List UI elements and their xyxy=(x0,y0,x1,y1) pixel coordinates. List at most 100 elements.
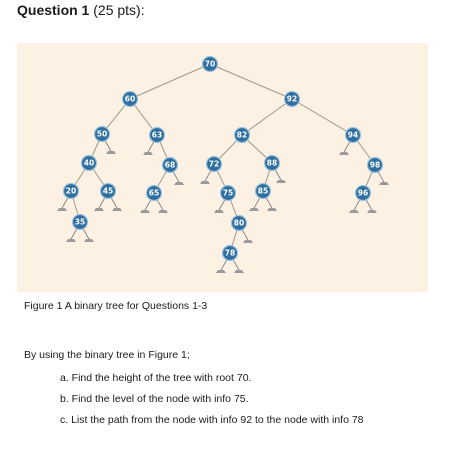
tree-node: 80 xyxy=(230,214,248,232)
tree-node-circle xyxy=(93,125,111,143)
tree-node-circle xyxy=(230,214,248,232)
tree-node: 50 xyxy=(93,125,111,143)
null-child-marker xyxy=(377,171,389,185)
tree-node-label: 35 xyxy=(75,218,85,227)
null-child-marker xyxy=(365,199,377,213)
tree-node: 92 xyxy=(283,90,301,108)
tree-node-label: 96 xyxy=(358,189,368,198)
tree-node-circle xyxy=(99,182,117,200)
tree-node: 35 xyxy=(71,213,89,231)
tree-node-label: 88 xyxy=(267,159,277,168)
tree-node-circle xyxy=(121,90,139,108)
tree-node-circle xyxy=(344,126,362,144)
tree-node-circle xyxy=(205,155,223,173)
question-points: (25 pts): xyxy=(93,2,145,18)
tree-node-label: 80 xyxy=(234,219,244,228)
null-child-marker xyxy=(265,197,277,211)
tree-node-label: 40 xyxy=(84,159,94,168)
tree-node: 75 xyxy=(219,184,237,202)
tree-node-label: 68 xyxy=(165,161,175,170)
figure-caption: Figure 1 A binary tree for Questions 1-3 xyxy=(24,300,208,312)
tree-node-label: 65 xyxy=(149,189,159,198)
question-title: Question 1 xyxy=(17,2,90,18)
tree-node-circle xyxy=(148,126,166,144)
tree-node: 65 xyxy=(145,184,163,202)
tree-node-label: 63 xyxy=(152,131,162,140)
tree-node: 94 xyxy=(344,126,362,144)
tree-node-circle xyxy=(161,156,179,174)
tree-node: 78 xyxy=(221,244,239,262)
question-item: c. List the path from the node with info… xyxy=(60,414,364,426)
question-item: b. Find the level of the node with info … xyxy=(60,393,249,405)
null-child-marker xyxy=(339,141,351,155)
null-child-marker xyxy=(156,199,168,213)
tree-node-circle xyxy=(354,184,372,202)
tree-node: 45 xyxy=(99,182,117,200)
tree-edge xyxy=(241,98,293,136)
question-heading: Question 1 (25 pts): xyxy=(17,2,145,18)
tree-node-label: 78 xyxy=(225,249,235,258)
null-child-marker xyxy=(82,228,94,242)
tree-node-circle xyxy=(366,156,384,174)
null-child-marker xyxy=(57,197,69,211)
tree-edge xyxy=(291,98,354,136)
tree-figure: 70 60 92 50 63 82 94 40 68 72 88 98 20 45 65 75 85 96 35 80… xyxy=(17,43,428,292)
tree-edge xyxy=(209,63,293,100)
tree-node: 96 xyxy=(354,184,372,202)
tree-node-circle xyxy=(221,244,239,262)
tree-node-label: 60 xyxy=(125,95,135,104)
tree-node: 63 xyxy=(148,126,166,144)
tree-node: 88 xyxy=(263,154,281,172)
null-child-marker xyxy=(66,228,78,242)
question-list: a. Find the height of the tree with root… xyxy=(60,372,364,435)
null-child-marker xyxy=(143,141,155,155)
null-child-marker xyxy=(249,197,261,211)
tree-node-circle xyxy=(263,154,281,172)
tree-node: 72 xyxy=(205,155,223,173)
null-child-marker xyxy=(232,259,244,273)
tree-node-circle xyxy=(219,184,237,202)
tree-node-label: 92 xyxy=(287,95,297,104)
tree-edge xyxy=(129,63,211,100)
null-child-marker xyxy=(172,171,184,185)
tree-node: 60 xyxy=(121,90,139,108)
tree-node-circle xyxy=(80,154,98,172)
null-child-marker xyxy=(104,140,116,154)
tree-node-circle xyxy=(62,182,80,200)
tree-node-label: 85 xyxy=(258,187,268,196)
tree-node: 85 xyxy=(254,182,272,200)
tree-node-label: 50 xyxy=(97,130,107,139)
tree-node-label: 72 xyxy=(209,160,219,169)
tree-node-circle xyxy=(145,184,163,202)
null-child-marker xyxy=(274,169,286,183)
binary-tree-diagram: 70 60 92 50 63 82 94 40 68 72 88 98 20 45 65 75 85 96 35 80… xyxy=(57,55,389,273)
tree-node-label: 20 xyxy=(66,187,76,196)
tree-node: 68 xyxy=(161,156,179,174)
tree-node: 20 xyxy=(62,182,80,200)
question-item: a. Find the height of the tree with root… xyxy=(60,372,252,384)
tree-node-circle xyxy=(233,126,251,144)
tree-node-label: 75 xyxy=(223,189,233,198)
null-child-marker xyxy=(110,197,122,211)
tree-node: 82 xyxy=(233,126,251,144)
tree-node-label: 98 xyxy=(370,161,380,170)
instructions-text: By using the binary tree in Figure 1; xyxy=(24,349,190,361)
tree-node-circle xyxy=(283,90,301,108)
tree-node-label: 82 xyxy=(237,131,247,140)
tree-node-label: 45 xyxy=(103,187,113,196)
tree-node: 40 xyxy=(80,154,98,172)
tree-node: 98 xyxy=(366,156,384,174)
null-child-marker xyxy=(94,197,106,211)
null-child-marker xyxy=(349,199,361,213)
tree-node-label: 94 xyxy=(348,131,358,140)
null-child-marker xyxy=(140,199,152,213)
null-child-marker xyxy=(241,229,253,243)
tree-node-label: 70 xyxy=(205,60,215,69)
null-child-marker xyxy=(200,170,212,184)
tree-node-circle xyxy=(254,182,272,200)
tree-node: 70 xyxy=(201,55,219,73)
tree-node-circle xyxy=(201,55,219,73)
null-child-marker xyxy=(214,199,226,213)
null-child-marker xyxy=(216,259,228,273)
tree-node-circle xyxy=(71,213,89,231)
